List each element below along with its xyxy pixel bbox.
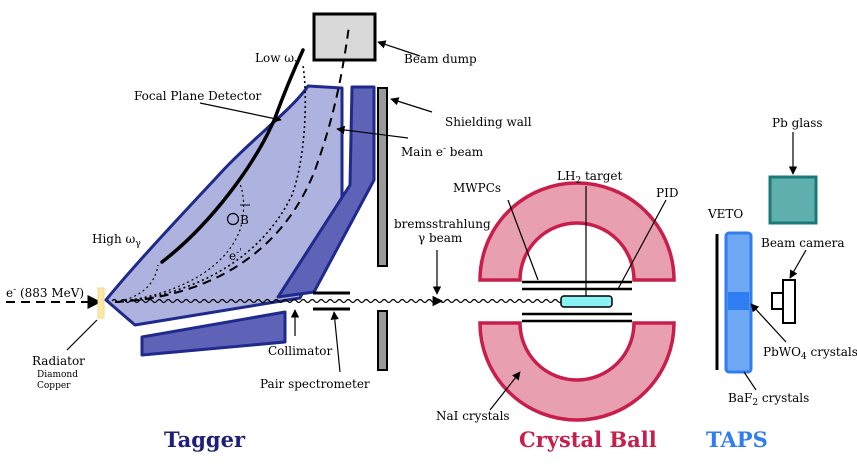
pbwo4-label: PbWO4 crystals — [763, 345, 857, 362]
magnet-pole-lower — [140, 310, 287, 357]
pb-glass-label: Pb glass — [772, 116, 823, 130]
pid-label: PID — [656, 186, 678, 200]
pbwo4-inner-ring — [728, 292, 749, 310]
beam-dump-label: Beam dump — [404, 52, 477, 66]
callout-radiator — [66, 319, 98, 351]
beam-camera-label: Beam camera — [761, 236, 845, 250]
focal-plane-detector — [160, 48, 305, 264]
crystal-ball-title: Crystal Ball — [519, 427, 657, 452]
callout-focal-plane — [199, 102, 282, 123]
main-beam-label: Main e- beam — [401, 144, 484, 159]
electron-beam-label: e- (883 MeV) — [6, 285, 84, 300]
copper-label: Copper — [37, 381, 71, 391]
callout-pid — [617, 199, 667, 290]
callout-nai — [489, 371, 521, 411]
baf2-label: BaF2 crystals — [728, 391, 809, 408]
b-field-symbol — [226, 212, 240, 226]
diamond-label: Diamond — [37, 370, 78, 380]
radiator — [97, 287, 105, 319]
veto-label: VETO — [707, 207, 743, 221]
callout-main-beam — [336, 125, 409, 139]
nai-crystals-label: NaI crystals — [436, 409, 510, 423]
b-field-label: B — [240, 213, 249, 227]
taps-title: TAPS — [706, 427, 768, 452]
mid-energy-trajectory — [114, 179, 245, 303]
high-omega-label: High ωγ — [92, 232, 141, 249]
magnet-pole-main — [104, 84, 344, 327]
callout-mwpcs — [507, 199, 539, 281]
gamma-beam-label: γ beam — [418, 231, 463, 245]
radiator-label: Radiator — [32, 354, 85, 368]
bremsstrahlung-label: bremsstrahlung — [394, 217, 491, 231]
collimator-label: Collimator — [268, 344, 333, 358]
lh2-target — [560, 295, 613, 308]
beam-camera-lens — [771, 292, 784, 310]
main-electron-beam-path — [114, 25, 350, 303]
focal-plane-detector-label: Focal Plane Detector — [134, 89, 262, 103]
callout-shielding-wall — [390, 97, 433, 113]
callout-baf2 — [743, 371, 757, 391]
callout-beam-camera — [789, 249, 807, 279]
photon-beam — [111, 298, 563, 304]
mwpcs-label: MWPCs — [453, 181, 501, 195]
tagger-title: Tagger — [164, 427, 246, 452]
shielding-wall-upper — [377, 87, 388, 267]
pair-spectrometer-label: Pair spectrometer — [260, 377, 370, 391]
low-omega-label: Low ωγ — [255, 51, 299, 68]
lh2-target-label: LH2 target — [557, 169, 622, 186]
beam-camera-body — [782, 279, 796, 324]
shielding-wall-lower — [377, 310, 388, 371]
crystal-ball-upper-hemisphere — [478, 181, 676, 282]
callout-pbwo4 — [750, 303, 787, 343]
shielding-wall-label: Shielding wall — [445, 115, 532, 129]
crystal-ball-lower-hemisphere — [478, 321, 676, 422]
e-prime-label: e-' — [229, 248, 242, 263]
callout-beam-dump — [377, 40, 421, 57]
callout-pair-spectrometer — [330, 311, 341, 373]
pb-glass — [768, 175, 818, 225]
